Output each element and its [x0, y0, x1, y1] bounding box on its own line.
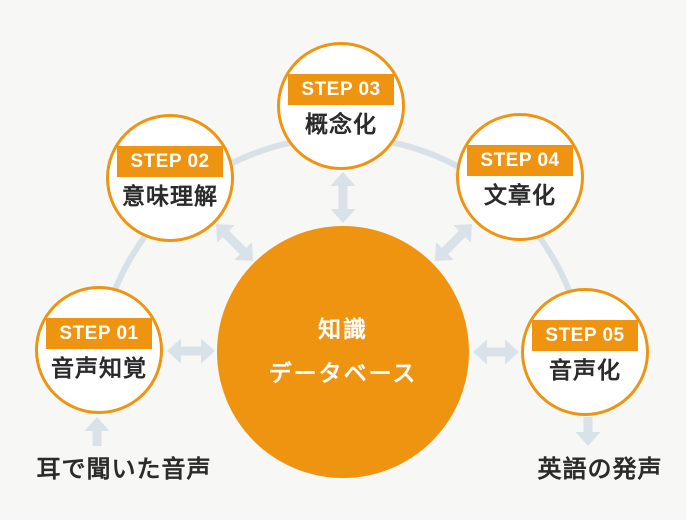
center-title-line1: 知識 — [318, 316, 368, 343]
arrow-up-icon — [84, 417, 110, 446]
step-01-title: 音声知覚 — [51, 354, 147, 381]
arrow-down-icon — [575, 417, 601, 446]
step-01-circle: STEP 01 音声知覚 — [35, 286, 163, 414]
step-02-title: 意味理解 — [122, 182, 218, 209]
step-01-badge: STEP 01 — [46, 317, 152, 349]
step-03-badge: STEP 03 — [288, 73, 394, 105]
step-03-title: 概念化 — [305, 110, 377, 137]
knowledge-database-circle: 知識 データベース — [217, 226, 469, 478]
step-02-circle: STEP 02 意味理解 — [106, 114, 234, 242]
double-arrow-step02-center-icon — [216, 224, 253, 261]
step-05-circle: STEP 05 音声化 — [521, 288, 649, 416]
double-arrow-step04-center-icon — [435, 224, 472, 261]
step-05-badge: STEP 05 — [532, 319, 638, 351]
output-label: 英語の発声 — [537, 456, 663, 483]
double-arrow-step03-center-icon — [330, 172, 356, 223]
step-04-title: 文章化 — [484, 181, 556, 208]
step-02-badge: STEP 02 — [117, 145, 223, 177]
step-04-badge: STEP 04 — [467, 144, 573, 176]
center-title-line2: データベース — [268, 360, 418, 386]
step-03-circle: STEP 03 概念化 — [277, 42, 405, 170]
double-arrow-step01-center-icon — [167, 338, 215, 364]
double-arrow-step05-center-icon — [473, 339, 519, 365]
input-label: 耳で聞いた音声 — [36, 456, 212, 483]
step-04-circle: STEP 04 文章化 — [456, 113, 584, 241]
step-05-title: 音声化 — [549, 356, 621, 383]
